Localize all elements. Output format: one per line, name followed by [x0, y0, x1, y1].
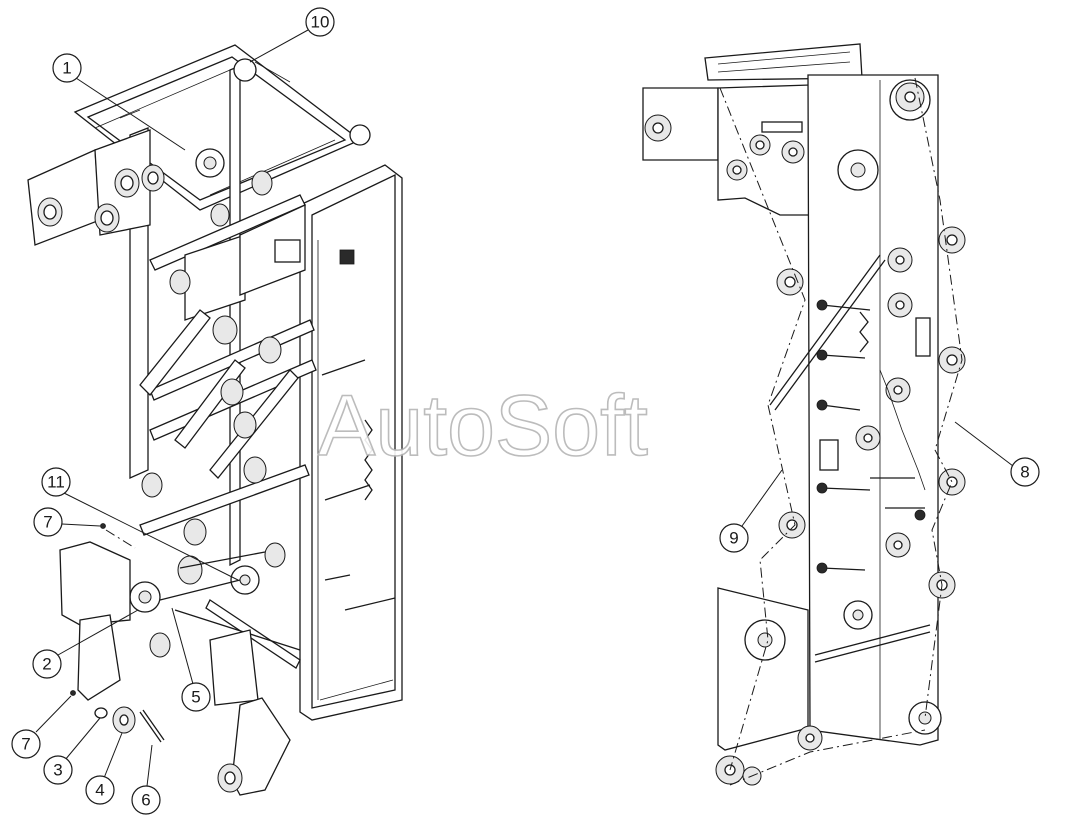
left-bracket [27, 149, 101, 246]
right-assembly [642, 43, 966, 786]
left-assembly [27, 44, 403, 796]
callout-9: 9 [719, 469, 783, 553]
callout-label: 10 [311, 13, 330, 32]
callout-label: 2 [42, 655, 51, 674]
lower-left-plate [59, 541, 131, 626]
callout-label: 7 [43, 513, 52, 532]
callout-label: 7 [21, 735, 30, 754]
callout-2: 2 [32, 609, 139, 679]
callout-label: 6 [141, 791, 150, 810]
callout-label: 1 [62, 59, 71, 78]
callout-1: 1 [52, 53, 186, 151]
callout-label: 11 [47, 473, 65, 492]
callout-label: 5 [191, 688, 200, 707]
lower-left-plate-side [717, 587, 809, 751]
callout-6: 6 [131, 744, 161, 815]
callout-8: 8 [954, 421, 1040, 487]
callout-5: 5 [171, 607, 211, 712]
callout-7-lower: 7 [11, 695, 72, 759]
watermark-text: AutoSoft [318, 378, 648, 474]
callout-7-upper: 7 [33, 507, 101, 537]
callout-10: 10 [249, 7, 335, 63]
main-column [807, 74, 939, 746]
middle-plate [184, 234, 246, 321]
callout-label: 9 [729, 529, 738, 548]
callout-label: 8 [1020, 463, 1029, 482]
callout-4: 4 [85, 732, 123, 805]
arm-set [761, 121, 931, 663]
roller-set [644, 82, 966, 786]
callout-label: 4 [95, 781, 104, 800]
chain-path [719, 77, 963, 786]
callout-label: 3 [53, 761, 62, 780]
callout-11: 11 [41, 467, 239, 581]
callout-3: 3 [43, 717, 101, 785]
sprocket-set [744, 79, 942, 735]
